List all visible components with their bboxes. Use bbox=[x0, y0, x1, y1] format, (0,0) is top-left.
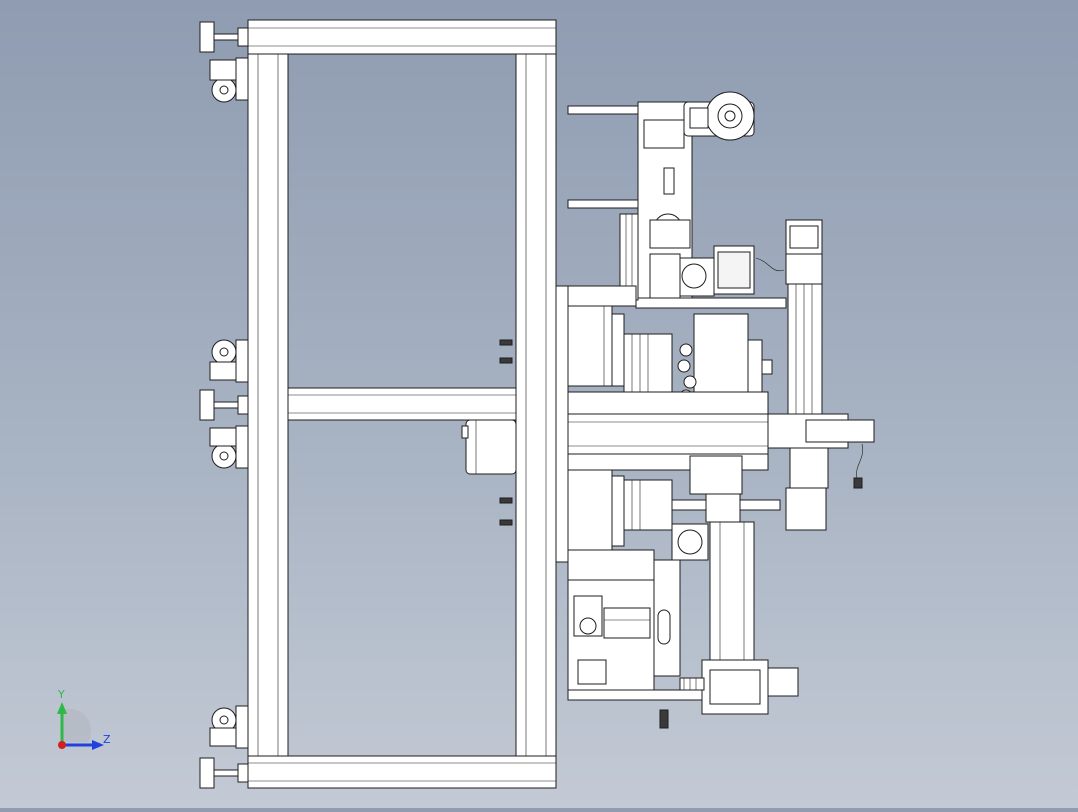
caster-middle-lower bbox=[209, 425, 249, 469]
lower-feeder bbox=[567, 579, 703, 701]
linear-actuator-lower bbox=[653, 521, 799, 729]
caster-top bbox=[209, 57, 249, 103]
leveling-foot-top bbox=[199, 21, 249, 53]
main-shaft bbox=[567, 413, 769, 455]
z-axis-label: Z bbox=[103, 733, 111, 746]
x-axis-dot bbox=[58, 741, 66, 749]
servo-motor-upper bbox=[649, 245, 785, 299]
electrical-box bbox=[461, 419, 517, 475]
caster-bottom bbox=[209, 705, 249, 749]
frame-side-plate bbox=[555, 285, 569, 563]
y-axis-label: Y bbox=[57, 688, 65, 701]
frame-top-beam bbox=[247, 19, 557, 55]
frame-left-post bbox=[247, 19, 289, 789]
leveling-foot-middle bbox=[199, 389, 249, 421]
frame-right-post bbox=[515, 19, 557, 789]
panel-clips bbox=[499, 339, 513, 526]
frame-middle-beam bbox=[287, 387, 517, 421]
main-frame bbox=[247, 19, 569, 789]
coordinate-triad: Y Z bbox=[57, 688, 111, 750]
central-mechanism bbox=[567, 285, 773, 581]
leveling-foot-bottom bbox=[199, 757, 249, 789]
caster-middle-upper bbox=[209, 339, 249, 383]
linear-actuator-right bbox=[767, 219, 875, 531]
frame-bottom-beam bbox=[247, 755, 557, 789]
